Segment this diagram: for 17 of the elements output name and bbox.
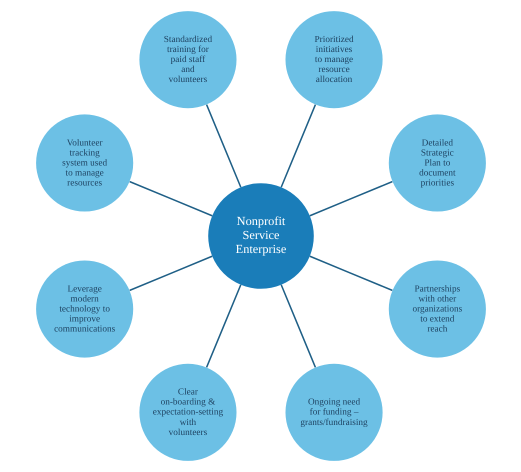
connector — [309, 180, 392, 216]
node-circle: Clear on-boarding & expectation-setting with volunteers — [138, 364, 236, 461]
connector — [280, 104, 316, 188]
connector — [205, 284, 241, 368]
node-circle: Nonprofit Service Enterprise — [208, 183, 314, 289]
connector — [205, 104, 241, 188]
node-circle: Volunteer tracking system used to manage resources — [36, 114, 133, 212]
node-circle: Standardized training for paid staff and volunteers — [138, 11, 236, 108]
connector — [280, 284, 316, 368]
connector — [128, 180, 212, 216]
node-circle: Leverage modern technology to improve communications — [36, 260, 133, 358]
node-circle: Partnerships with other organizations to extend reach — [388, 260, 486, 358]
node-circle: Ongoing need for funding – grants/fundraising — [284, 364, 382, 461]
connector — [309, 256, 392, 292]
node-circle: Prioritized initiatives to manage resource allocation — [284, 11, 382, 108]
connector — [128, 256, 212, 292]
node-circle: Detailed Strategic Plan to document priorities — [388, 114, 486, 212]
